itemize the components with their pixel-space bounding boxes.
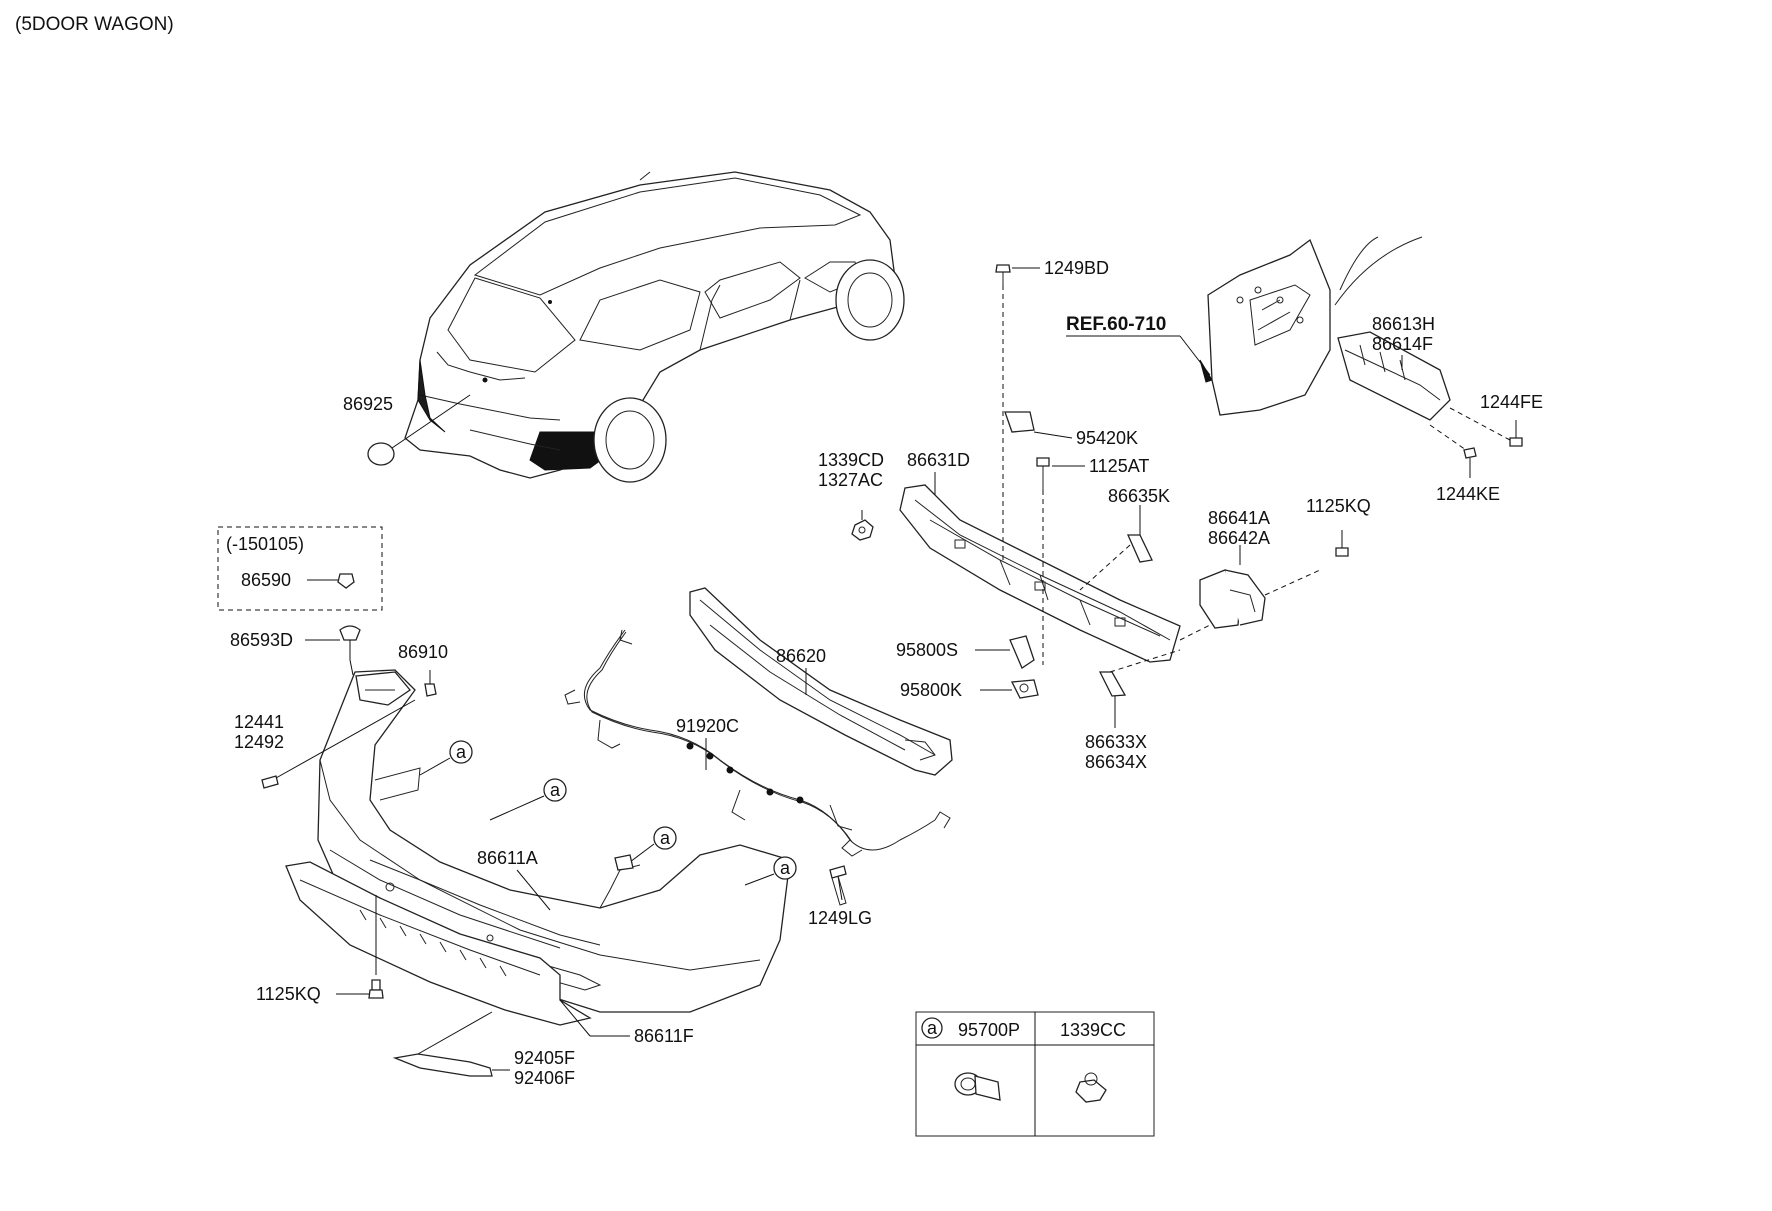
- label-86910: 86910: [398, 642, 448, 662]
- label-12492: 12492: [234, 732, 284, 752]
- bracket-86633X: [1098, 671, 1127, 697]
- clip-86590: [337, 573, 355, 589]
- legend-marker: a: [927, 1018, 938, 1038]
- label-86611F: 86611F: [634, 1026, 694, 1046]
- label-1249LG: 1249LG: [808, 908, 872, 928]
- label-86620: 86620: [776, 646, 826, 666]
- ref-label: REF.60-710: [1066, 314, 1166, 335]
- sensor-95700P-icon: [954, 1072, 1001, 1101]
- sensor-95800K: [1010, 679, 1039, 699]
- label-1339CD: 1339CD: [818, 450, 884, 470]
- label-86633X: 86633X: [1085, 732, 1147, 752]
- diagram-title: (5DOOR WAGON): [15, 14, 174, 35]
- label-86635K: 86635K: [1108, 486, 1170, 506]
- callout-a-1: [419, 740, 473, 776]
- sensor-95800S: [1009, 635, 1035, 669]
- label-86614F: 86614F: [1372, 334, 1433, 354]
- label-86925: 86925: [343, 394, 393, 414]
- nut-1339CC-icon: [1075, 1072, 1107, 1103]
- nut-1339CD: [851, 519, 874, 541]
- bolt-1249LG: [829, 865, 847, 879]
- label-91920C: 91920C: [676, 716, 739, 736]
- label-1125KQ-right: 1125KQ: [1306, 496, 1371, 516]
- moulding-strip: [392, 1053, 493, 1077]
- screw-1125KQ-bottom: [371, 979, 381, 991]
- label-86641A: 86641A: [1208, 508, 1270, 528]
- bumper-beam: [899, 484, 1181, 663]
- callout-a-3-text: a: [660, 828, 671, 848]
- callout-a-4: [744, 856, 797, 886]
- legend-table: [915, 1011, 1155, 1137]
- stay-86641A: [1179, 569, 1321, 641]
- label-92405F: 92405F: [514, 1048, 575, 1068]
- bracket-95420K: [1004, 411, 1035, 433]
- screw-1244KE: [1463, 447, 1477, 459]
- label-86642A: 86642A: [1208, 528, 1270, 548]
- label-95420K: 95420K: [1076, 428, 1138, 448]
- lower-skid-plate: [285, 861, 592, 1026]
- screw-1244FE: [1509, 437, 1523, 447]
- label-86590: 86590: [241, 570, 291, 590]
- label-1249BD: 1249BD: [1044, 258, 1109, 278]
- date-box-date: (-150105): [226, 534, 304, 554]
- callout-a-2-text: a: [550, 780, 561, 800]
- callout-a-1-text: a: [456, 742, 467, 762]
- energy-absorber: [689, 587, 953, 776]
- date-box: [217, 526, 383, 611]
- label-95800K: 95800K: [900, 680, 962, 700]
- callout-a-3: [614, 826, 677, 871]
- label-1125KQ-bottom: 1125KQ: [256, 984, 321, 1004]
- label-1327AC: 1327AC: [818, 470, 883, 490]
- legend-col1: 95700P: [958, 1020, 1020, 1040]
- clip-86910: [424, 683, 437, 697]
- label-86593D: 86593D: [230, 630, 293, 650]
- legend-col2: 1339CC: [1060, 1020, 1126, 1040]
- bracket-86613H: [1337, 331, 1451, 421]
- label-1244FE: 1244FE: [1480, 392, 1543, 412]
- label-86613H: 86613H: [1372, 314, 1435, 334]
- callout-a-2: [489, 778, 567, 821]
- bracket-86635K: [1126, 534, 1153, 563]
- bolt-1125KQ-right: [1335, 547, 1349, 557]
- label-1125AT: 1125AT: [1089, 456, 1149, 476]
- label-95800S: 95800S: [896, 640, 958, 660]
- label-12441: 12441: [234, 712, 284, 732]
- label-86611A: 86611A: [477, 848, 538, 868]
- callout-a-4-text: a: [780, 858, 791, 878]
- label-86631D: 86631D: [907, 450, 970, 470]
- screw-12441: [261, 775, 279, 789]
- label-1244KE: 1244KE: [1436, 484, 1500, 504]
- cap-86925: [367, 442, 395, 466]
- bolt-1125AT: [1036, 457, 1050, 467]
- label-92406F: 92406F: [514, 1068, 575, 1088]
- plug-86593D: [339, 625, 361, 641]
- wiring-harness: [564, 629, 951, 857]
- bolt-1249BD: [995, 264, 1011, 273]
- body-panel-ref: [1199, 236, 1423, 416]
- car-illustration: [367, 171, 905, 483]
- label-86634X: 86634X: [1085, 752, 1147, 772]
